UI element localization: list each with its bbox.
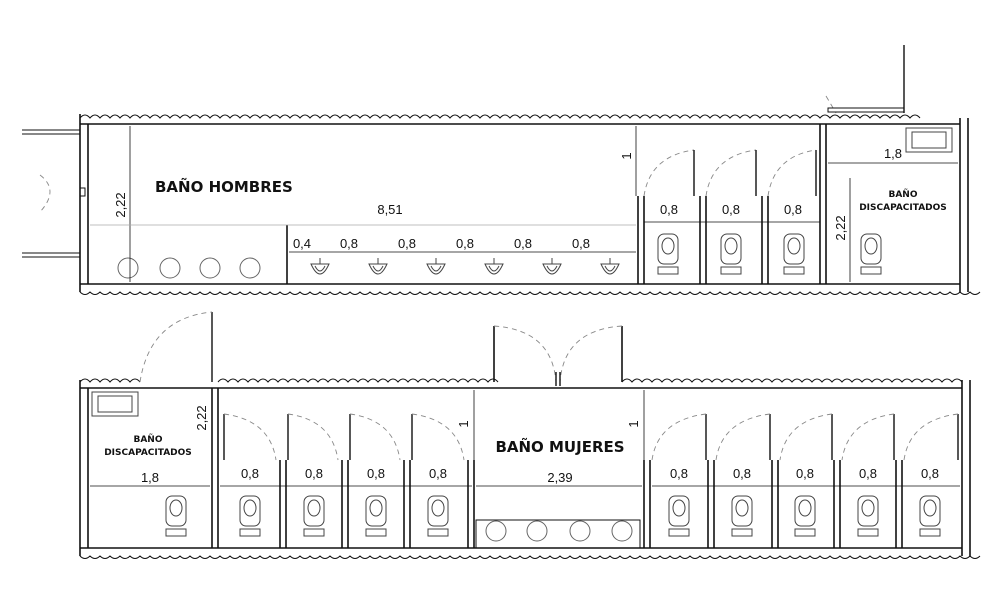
sink <box>485 520 507 542</box>
dim-stall: 0,8 <box>305 466 323 481</box>
top-roof-wave <box>79 114 921 119</box>
top-floor-wave <box>79 291 981 295</box>
bottom-floor-wave <box>79 555 981 559</box>
urinal <box>426 257 446 275</box>
stall-door[interactable] <box>223 413 277 461</box>
dim-urinal: 0,8 <box>572 236 590 251</box>
toilet <box>720 233 742 275</box>
urinal <box>484 257 504 275</box>
dim-height-left: 2,22 <box>113 192 128 217</box>
dim-urinal: 0,8 <box>456 236 474 251</box>
bottom-roof-wave-right <box>621 378 963 383</box>
toilet <box>303 495 325 537</box>
dim-door-depth: 1 <box>619 152 634 159</box>
dim-stall: 0,8 <box>670 466 688 481</box>
stall-door[interactable] <box>715 413 771 461</box>
dim-stall: 0,8 <box>784 202 802 217</box>
entry-door-swing[interactable] <box>39 174 51 213</box>
dim-stall: 0,8 <box>367 466 385 481</box>
sink <box>159 257 181 279</box>
room-title-accessible-bottom-2: DISCAPACITADOS <box>104 448 192 458</box>
dim-stall: 0,8 <box>796 466 814 481</box>
toilet <box>919 495 941 537</box>
accessible-sink-basin <box>97 395 133 413</box>
men-module: 2,22 8,51 1 0,4 0,8 0,8 0,8 0,8 0,8 0,8 … <box>22 45 981 295</box>
toilet <box>427 495 449 537</box>
sink <box>239 257 261 279</box>
entry-door-right[interactable] <box>559 325 623 383</box>
vanity-counter <box>475 519 641 549</box>
sink <box>526 520 548 542</box>
room-title-accessible-top-2: DISCAPACITADOS <box>859 203 947 213</box>
urinal <box>542 257 562 275</box>
urinal <box>368 257 388 275</box>
toilet <box>657 233 679 275</box>
dim-door-depth-left: 1 <box>456 420 471 427</box>
room-title-men: BAÑO HOMBRES <box>155 177 293 196</box>
stall-door[interactable] <box>779 413 833 461</box>
toilet <box>239 495 261 537</box>
stall-door[interactable] <box>705 149 757 197</box>
dim-height-left: 2,22 <box>194 405 209 430</box>
dim-corridor: 2,39 <box>547 470 572 485</box>
toilet <box>668 495 690 537</box>
entry-door-left[interactable] <box>493 325 557 383</box>
toilet <box>860 233 882 275</box>
dim-stall: 0,8 <box>429 466 447 481</box>
sink <box>199 257 221 279</box>
dim-accessible-width: 1,8 <box>884 146 902 161</box>
room-title-women: BAÑO MUJERES <box>495 437 624 456</box>
dim-urinal-first: 0,4 <box>293 236 311 251</box>
dim-stall: 0,8 <box>733 466 751 481</box>
accessible-sink-basin <box>911 131 947 149</box>
stall-door[interactable] <box>841 413 895 461</box>
dim-stall: 0,8 <box>722 202 740 217</box>
stall-door[interactable] <box>643 149 695 197</box>
urinal <box>600 257 620 275</box>
stall-door[interactable] <box>287 413 339 461</box>
room-title-accessible-bottom-1: BAÑO <box>133 434 162 445</box>
sink <box>117 257 139 279</box>
sink <box>569 520 591 542</box>
stall-door[interactable] <box>767 149 817 197</box>
toilet <box>365 495 387 537</box>
sink <box>611 520 633 542</box>
dim-door-depth-right: 1 <box>626 420 641 427</box>
toilet <box>165 495 187 537</box>
toilet <box>857 495 879 537</box>
accessible-threshold <box>827 107 905 113</box>
stall-door[interactable] <box>651 413 707 461</box>
bottom-roof-wave-left <box>79 378 141 383</box>
bottom-roof-wave-mid <box>217 378 499 383</box>
room-title-accessible-top-1: BAÑO <box>888 189 917 200</box>
women-module: 2,22 1,8 0,8 0,8 0,8 0,8 1 1 2,39 0,8 0,… <box>79 311 981 559</box>
stall-door[interactable] <box>411 413 465 461</box>
dim-urinal: 0,8 <box>340 236 358 251</box>
toilet <box>731 495 753 537</box>
accessible-door-swing[interactable] <box>139 311 213 383</box>
urinal <box>310 257 330 275</box>
toilet <box>794 495 816 537</box>
dim-accessible-width: 1,8 <box>141 470 159 485</box>
dim-stall: 0,8 <box>859 466 877 481</box>
dim-accessible-height: 2,22 <box>833 215 848 240</box>
dim-stall: 0,8 <box>241 466 259 481</box>
dim-urinal: 0,8 <box>398 236 416 251</box>
dim-stall: 0,8 <box>660 202 678 217</box>
dim-length: 8,51 <box>377 202 402 217</box>
stall-door[interactable] <box>349 413 401 461</box>
toilet <box>783 233 805 275</box>
entry-jamb <box>79 187 86 197</box>
dim-urinal: 0,8 <box>514 236 532 251</box>
stall-door[interactable] <box>903 413 959 461</box>
dim-stall: 0,8 <box>921 466 939 481</box>
